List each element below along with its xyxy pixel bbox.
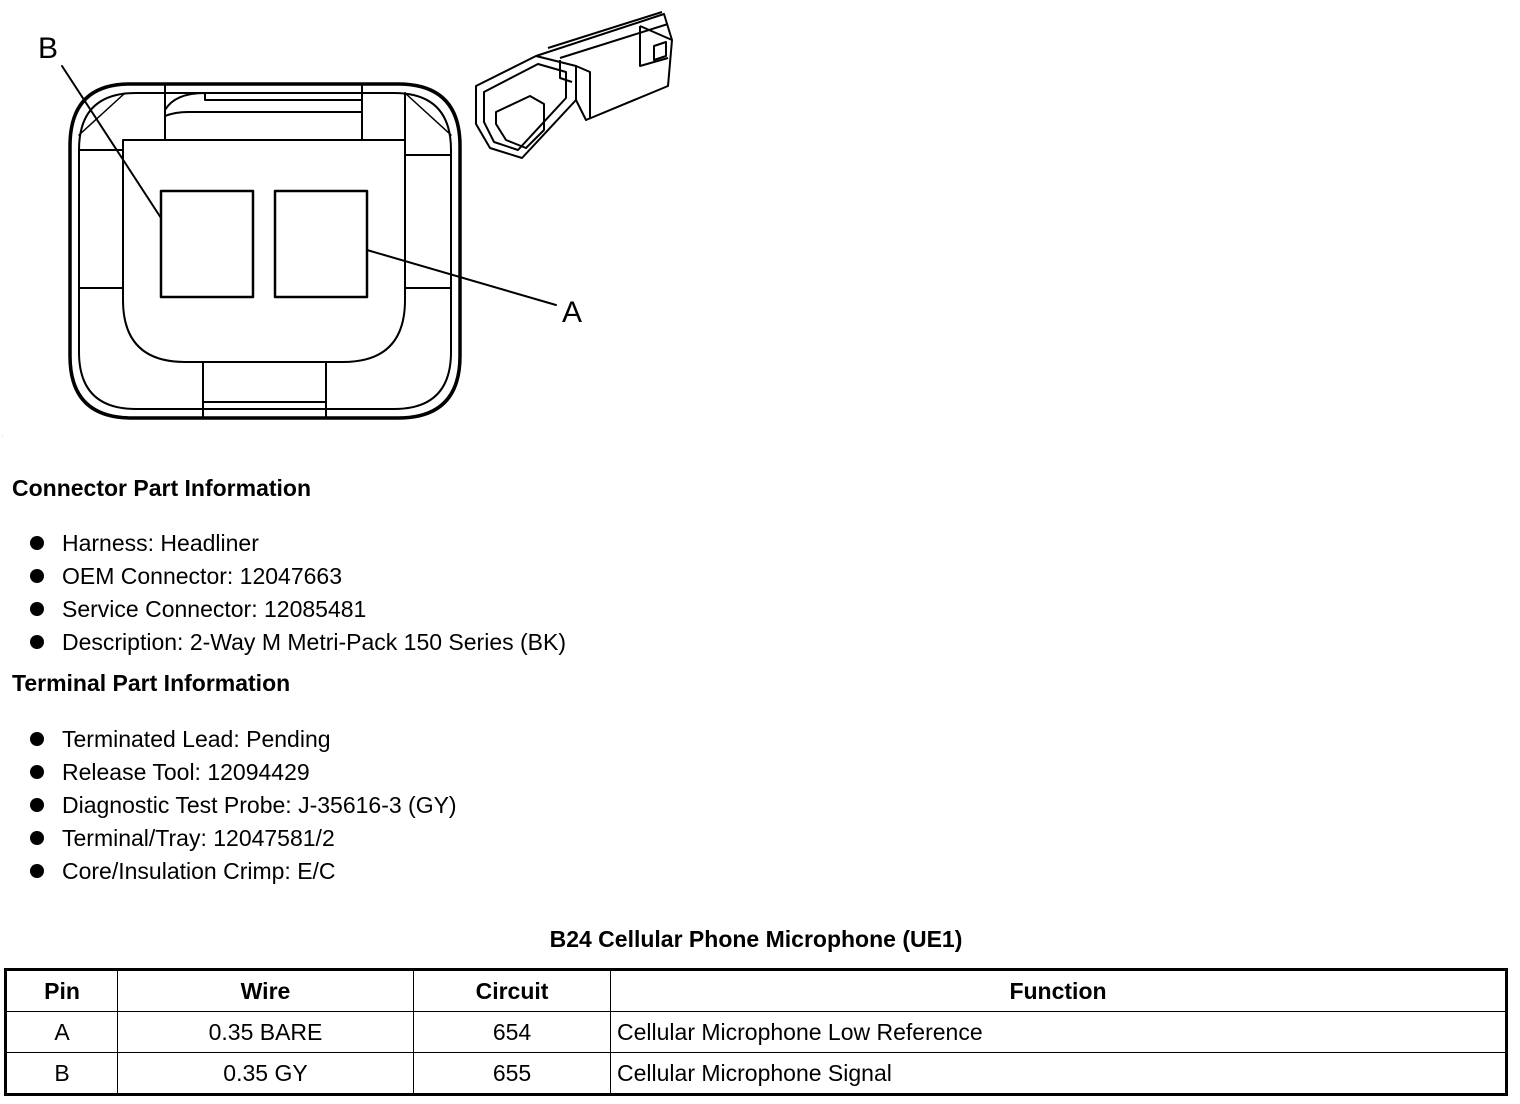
list-item: Description: 2-Way M Metri-Pack 150 Seri… — [28, 627, 566, 660]
column-header-wire: Wire — [117, 969, 414, 1012]
table-header-row: Pin Wire Circuit Function — [5, 969, 1507, 1012]
connector-shell-inner — [78, 92, 452, 410]
list-item-text: Description: 2-Way M Metri-Pack 150 Seri… — [62, 629, 567, 655]
list-item-text: Harness: Headliner — [62, 530, 259, 556]
column-header-function: Function — [610, 969, 1507, 1012]
bullet-icon — [30, 831, 44, 845]
connector-cavity-outline — [122, 139, 406, 363]
bullet-icon — [30, 798, 44, 812]
pin-label-b: B — [38, 32, 58, 65]
list-item-text: Release Tool: 12094429 — [62, 759, 310, 785]
pin-label-a: A — [562, 296, 582, 329]
pin-table: Pin Wire Circuit Function A 0.35 BARE 65… — [4, 968, 1508, 1096]
bullet-icon — [30, 536, 44, 550]
table-row: A 0.35 BARE 654 Cellular Microphone Low … — [5, 1011, 1507, 1053]
list-item: Diagnostic Test Probe: J-35616-3 (GY) — [28, 790, 457, 823]
bullet-icon — [30, 569, 44, 583]
list-item: Terminal/Tray: 12047581/2 — [28, 823, 457, 856]
connector-latch — [164, 83, 363, 141]
list-item: Core/Insulation Crimp: E/C — [28, 856, 457, 889]
list-item: Harness: Headliner — [28, 528, 566, 561]
list-item-text: Terminated Lead: Pending — [62, 726, 331, 752]
cell-pin: B — [5, 1052, 118, 1095]
cell-function: Cellular Microphone Signal — [610, 1052, 1507, 1095]
leader-line-a — [366, 249, 557, 306]
svg-text:.: . — [2, 432, 3, 437]
cell-wire: 0.35 BARE — [117, 1011, 414, 1053]
table-row: B 0.35 GY 655 Cellular Microphone Signal — [5, 1052, 1507, 1095]
bullet-icon — [30, 732, 44, 746]
pin-cavity-b — [159, 189, 255, 299]
list-item-text: Core/Insulation Crimp: E/C — [62, 858, 336, 884]
list-item: OEM Connector: 12047663 — [28, 561, 566, 594]
bullet-icon — [30, 635, 44, 649]
cell-function: Cellular Microphone Low Reference — [610, 1011, 1507, 1053]
connector-face-diagram: B A . — [2, 11, 673, 437]
cell-pin: A — [5, 1011, 118, 1053]
connector-isometric-sketch — [475, 11, 673, 159]
connector-info-heading: Connector Part Information — [12, 475, 312, 501]
connector-shell-outline — [68, 82, 462, 420]
bullet-icon — [30, 765, 44, 779]
list-item-text: OEM Connector: 12047663 — [62, 563, 343, 589]
list-item-text: Diagnostic Test Probe: J-35616-3 (GY) — [62, 792, 457, 818]
terminal-info-list: Terminated Lead: Pending Release Tool: 1… — [28, 724, 457, 889]
connector-bottom-tab — [202, 361, 327, 419]
list-item: Service Connector: 12085481 — [28, 594, 566, 627]
cell-circuit: 655 — [413, 1052, 611, 1095]
bullet-icon — [30, 602, 44, 616]
column-header-circuit: Circuit — [413, 969, 611, 1012]
pin-table-title: B24 Cellular Phone Microphone (UE1) — [549, 926, 963, 952]
column-header-pin: Pin — [5, 969, 118, 1012]
cell-wire: 0.35 GY — [117, 1052, 414, 1095]
list-item: Release Tool: 12094429 — [28, 757, 457, 790]
cell-circuit: 654 — [413, 1011, 611, 1053]
list-item-text: Terminal/Tray: 12047581/2 — [62, 825, 335, 851]
leader-line-b — [61, 65, 162, 219]
bullet-icon — [30, 864, 44, 878]
connector-info-list: Harness: Headliner OEM Connector: 120476… — [28, 528, 566, 660]
terminal-info-heading: Terminal Part Information — [12, 670, 291, 696]
pin-cavity-a — [273, 189, 369, 299]
list-item-text: Service Connector: 12085481 — [62, 596, 367, 622]
list-item: Terminated Lead: Pending — [28, 724, 457, 757]
